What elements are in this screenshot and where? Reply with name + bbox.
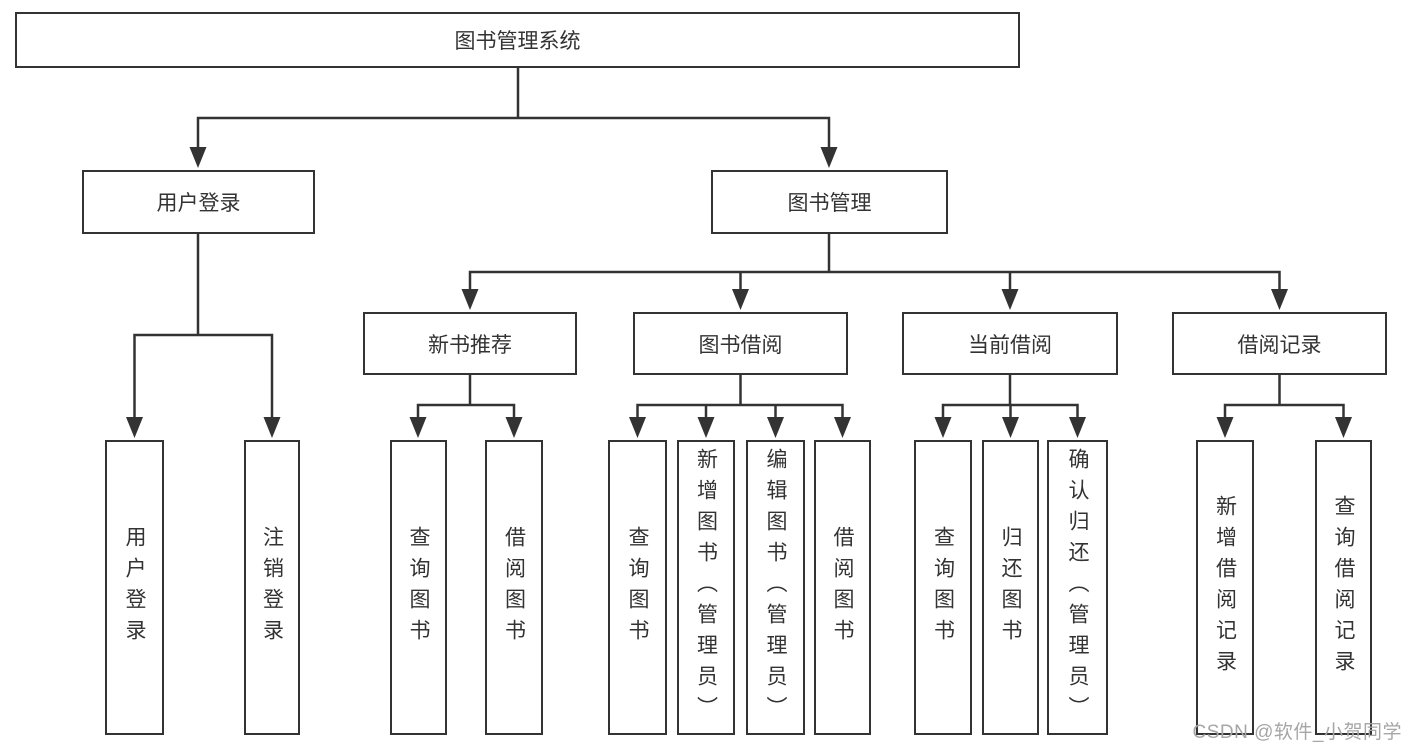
node-borrow-books-recommend: 借阅图书 (485, 440, 543, 735)
node-label: 用户登录 (123, 525, 146, 650)
node-query-borrow-record: 查询借阅记录 (1315, 440, 1372, 735)
node-label: 新增借阅记录 (1213, 494, 1237, 681)
node-user-login: 用户登录 (105, 440, 164, 735)
node-label: 注销登录 (260, 525, 284, 650)
node-edit-books-admin: 编辑图书（管理员） (746, 440, 805, 735)
node-query-books-borrow: 查询图书 (608, 440, 667, 735)
node-user-login-group: 用户登录 (82, 170, 315, 234)
node-label: 查询图书 (931, 525, 955, 650)
node-label: 借阅记录 (1237, 333, 1322, 357)
node-current-borrowing: 当前借阅 (902, 312, 1118, 375)
node-label: 编辑图书（管理员） (764, 448, 787, 727)
node-label: 归还图书 (999, 525, 1022, 650)
node-borrowing-records: 借阅记录 (1172, 312, 1387, 375)
node-query-books-current: 查询图书 (914, 440, 972, 735)
node-label: 用户登录 (156, 192, 241, 215)
node-label: 借阅图书 (502, 525, 526, 650)
node-return-books: 归还图书 (982, 440, 1039, 735)
node-book-management: 图书管理 (711, 170, 948, 234)
node-confirm-return-admin: 确认归还（管理员） (1047, 440, 1108, 735)
node-label: 图书管理系统 (454, 30, 581, 53)
node-query-books-recommend: 查询图书 (390, 440, 447, 735)
node-borrow-books: 借阅图书 (814, 440, 871, 735)
node-label: 新书推荐 (428, 333, 512, 357)
node-label: 确认归还（管理员） (1066, 448, 1089, 727)
node-label: 当前借阅 (968, 333, 1052, 357)
node-label: 新增图书（管理员） (694, 448, 718, 727)
node-label: 图书管理 (787, 192, 872, 215)
node-label: 查询图书 (407, 525, 430, 650)
node-logout: 注销登录 (244, 440, 300, 735)
node-add-books-admin: 新增图书（管理员） (677, 440, 735, 735)
node-label: 查询图书 (626, 525, 649, 650)
node-add-borrow-record: 新增借阅记录 (1196, 440, 1254, 735)
node-label: 图书借阅 (698, 333, 783, 357)
node-label: 借阅图书 (831, 525, 854, 650)
node-library-management-system: 图书管理系统 (15, 12, 1020, 68)
csdn-watermark: CSDN @软件_小贺同学 (1192, 722, 1402, 743)
node-label: 查询借阅记录 (1332, 494, 1355, 681)
node-book-borrowing: 图书借阅 (633, 312, 848, 375)
node-new-book-recommend: 新书推荐 (363, 312, 577, 375)
